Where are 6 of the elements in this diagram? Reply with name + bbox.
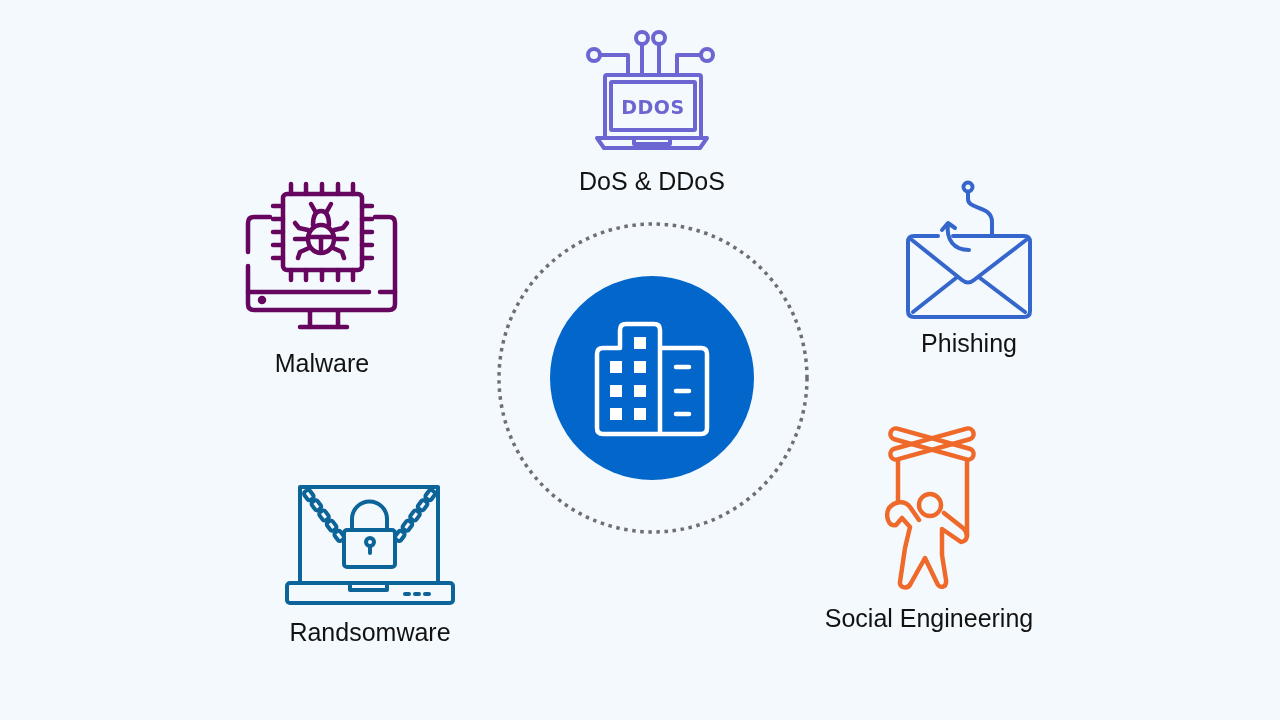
node-label: Social Engineering xyxy=(824,603,1034,633)
node-label: Phishing xyxy=(921,328,1017,358)
screen-text: DDOS xyxy=(621,96,685,118)
node-label: Malware xyxy=(274,348,370,378)
node-label: DoS & DDoS xyxy=(579,166,725,196)
node-label: Randsomware xyxy=(289,617,451,647)
